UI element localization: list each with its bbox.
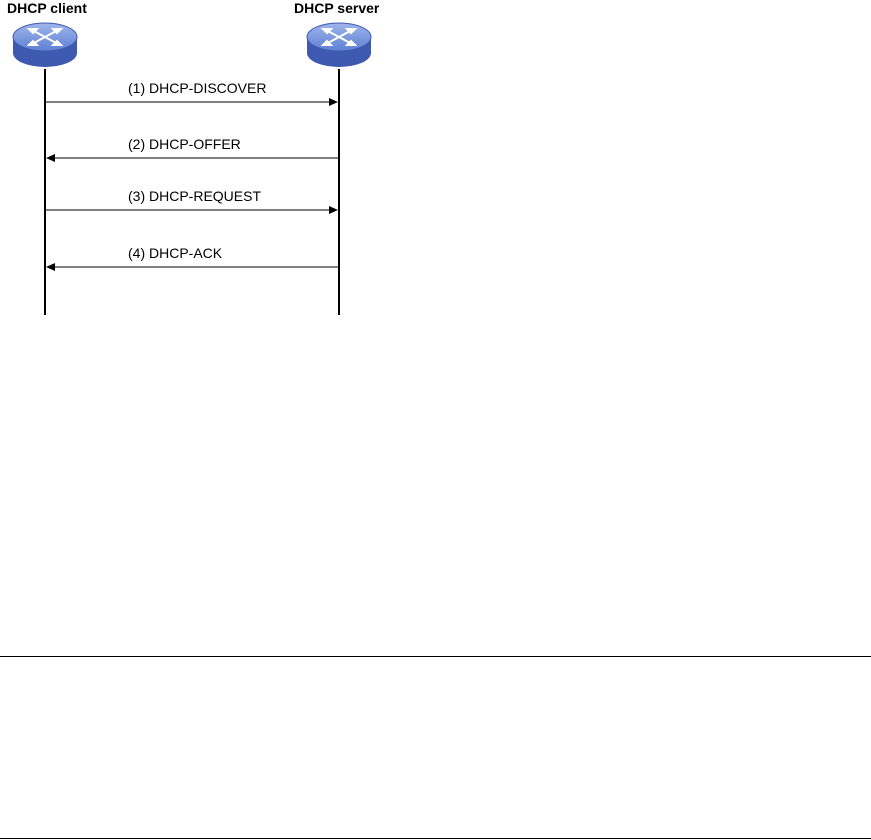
server-router-icon xyxy=(306,22,372,67)
arrow-right-icon xyxy=(46,98,338,106)
client-router-icon xyxy=(12,22,78,67)
arrow-right-icon xyxy=(46,206,338,214)
message-label: (4) DHCP-ACK xyxy=(128,245,223,261)
server-lifeline xyxy=(338,69,340,315)
horizontal-rule xyxy=(0,838,871,839)
arrow-left-icon xyxy=(46,154,338,162)
arrow-left-icon xyxy=(46,263,338,271)
message-dhcp-request: (3) DHCP-REQUEST xyxy=(46,188,338,214)
message-label: (3) DHCP-REQUEST xyxy=(128,188,262,204)
horizontal-rule xyxy=(0,656,871,657)
message-label: (2) DHCP-OFFER xyxy=(128,136,241,152)
message-dhcp-discover: (1) DHCP-DISCOVER xyxy=(46,80,338,106)
message-label: (1) DHCP-DISCOVER xyxy=(128,80,267,96)
server-title: DHCP server xyxy=(294,0,380,16)
message-dhcp-offer: (2) DHCP-OFFER xyxy=(46,136,338,162)
client-title: DHCP client xyxy=(7,0,87,16)
message-dhcp-ack: (4) DHCP-ACK xyxy=(46,245,338,271)
client-lifeline xyxy=(44,69,46,315)
